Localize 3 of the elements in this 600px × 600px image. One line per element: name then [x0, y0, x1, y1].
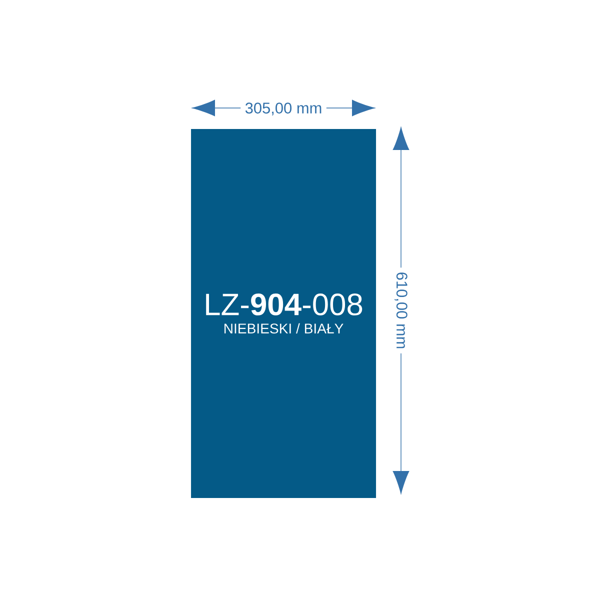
dimension-label: 610,00 mm [390, 268, 412, 354]
plate: LZ-904-008 NIEBIESKI / BIAŁY [191, 129, 376, 498]
dimension-label: 305,00 mm [240, 98, 326, 120]
